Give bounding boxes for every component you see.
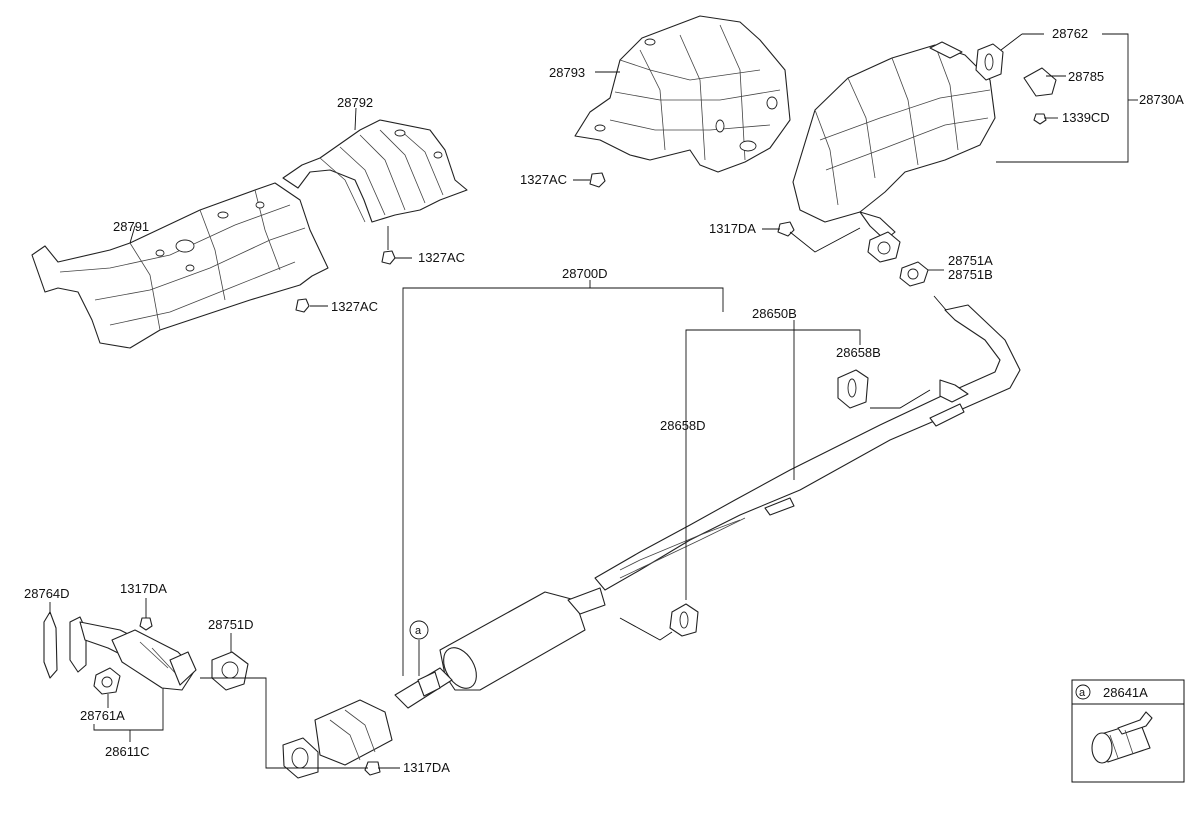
manifold-gasket[interactable] [43, 611, 58, 679]
clamp-part[interactable] [1091, 711, 1153, 764]
label-28611c: 28611C [105, 744, 150, 759]
label-28650b: 28650B [752, 306, 797, 321]
clamp-reference-marker: a [409, 620, 429, 640]
exhaust-pipe-main[interactable] [394, 304, 1021, 709]
heat-shield-front[interactable] [31, 182, 329, 349]
label-28762: 28762 [1052, 26, 1088, 41]
label-1327ac-front: 1327AC [331, 299, 378, 314]
label-28751a: 28751A [948, 253, 993, 268]
leader-lines [49, 33, 1138, 769]
gasket-rear-muffler[interactable] [867, 231, 929, 287]
label-28730a: 28730A [1139, 92, 1184, 107]
nut-shield-rear[interactable] [589, 172, 606, 188]
inset-marker-letter: a [1079, 687, 1086, 699]
nut-shield-front[interactable] [295, 298, 310, 313]
label-28751b: 28751B [948, 267, 993, 282]
bracket-rear[interactable] [1023, 67, 1057, 97]
label-1317da-manifold: 1317DA [120, 581, 167, 596]
label-1327ac-center: 1327AC [418, 250, 465, 265]
catalytic-converter-front[interactable] [111, 629, 197, 691]
label-28658b: 28658B [836, 345, 881, 360]
rear-muffler[interactable] [792, 41, 996, 241]
nut-manifold[interactable] [139, 617, 153, 631]
label-1317da-muffler: 1317DA [709, 221, 756, 236]
label-28792: 28792 [337, 95, 373, 110]
label-28761a: 28761A [80, 708, 125, 723]
label-1317da-front-pipe: 1317DA [403, 760, 450, 775]
label-28764d: 28764D [24, 586, 70, 601]
label-28658d: 28658D [660, 418, 706, 433]
label-28700d: 28700D [562, 266, 608, 281]
heat-shield-center[interactable] [282, 119, 468, 223]
label-28791: 28791 [113, 219, 149, 234]
label-1339cd: 1339CD [1062, 110, 1110, 125]
clamp-reference-letter: a [415, 625, 422, 637]
inset-part-number: 28641A [1103, 685, 1148, 700]
label-28793: 28793 [549, 65, 585, 80]
label-28785: 28785 [1068, 69, 1104, 84]
nut-muffler[interactable] [777, 221, 795, 237]
hanger-rubber-b[interactable] [837, 369, 869, 409]
heat-shield-rear[interactable] [574, 15, 791, 173]
hanger-rubber-rear[interactable] [975, 43, 1004, 81]
bolt-rear[interactable] [1033, 113, 1047, 125]
gasket-cat[interactable] [211, 651, 249, 691]
hanger-rubber-d[interactable] [669, 603, 699, 637]
label-1327ac-rear: 1327AC [520, 172, 567, 187]
hanger-cat[interactable] [93, 667, 121, 695]
callout-labels: 28791 28792 28793 1327AC 1327AC 1327AC 2… [24, 26, 1184, 775]
inset-clamp-box: a 28641A [1071, 679, 1185, 783]
nut-shield-center[interactable] [381, 250, 396, 265]
front-converter-section[interactable] [282, 699, 393, 779]
label-28751d: 28751D [208, 617, 254, 632]
